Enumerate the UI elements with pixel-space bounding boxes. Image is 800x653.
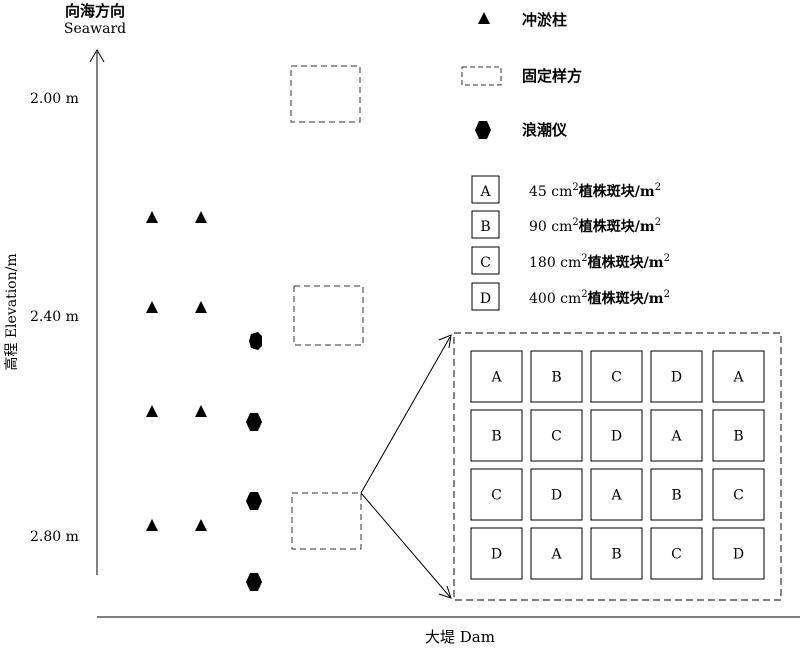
- zoom-line-bottom: [360, 492, 451, 598]
- legend-logger-label: 浪潮仪: [522, 121, 568, 139]
- grid-cell: [712, 468, 765, 521]
- grid-cell: [590, 468, 643, 521]
- tick-label-2-40: 2.40 m: [30, 309, 79, 325]
- legend-logger-icon: [475, 121, 491, 139]
- fixed-quadrat: [290, 65, 361, 123]
- legend-density-box-a: [471, 175, 500, 204]
- legend-density-label: 45 cm2植株斑块/m2: [529, 182, 661, 200]
- legend-density-box-b: [471, 210, 500, 239]
- grid-cell-label: A: [670, 429, 682, 445]
- grid-cell: [712, 409, 765, 462]
- zoom-line-top: [360, 336, 451, 494]
- grid-cell-label: B: [733, 429, 743, 445]
- legend-quadrat-icon: [461, 66, 502, 86]
- elevation-axis-label: 高程 Elevation/m: [3, 253, 20, 370]
- grid-cell: [712, 350, 765, 403]
- wave-logger-icon: [246, 573, 262, 591]
- legend-quadrat-label: 固定样方: [522, 67, 582, 85]
- fixed-quadrats: [290, 65, 364, 550]
- grid-cell-label: C: [551, 429, 562, 445]
- grid-cell-label: A: [732, 370, 744, 386]
- grid-cell: [590, 350, 643, 403]
- treatment-grid: A B C D A B C D A B C D A B C D A B C D: [470, 350, 765, 580]
- dam-label: 大堤 Dam: [425, 628, 495, 646]
- zoom-arrow-bottom: [438, 585, 452, 599]
- grid-cell-label: C: [491, 488, 502, 504]
- grid-cell-label: D: [611, 429, 622, 445]
- legend-density-key: B: [480, 219, 490, 235]
- zoom-arrow-top: [438, 334, 452, 349]
- sediment-core-icon: [195, 301, 207, 313]
- sediment-core-icon: [146, 211, 158, 223]
- wave-logger-markers: [246, 332, 262, 591]
- grid-cell-label: B: [551, 370, 561, 386]
- grid-cell-label: C: [671, 547, 682, 563]
- grid-cell-label: B: [611, 547, 621, 563]
- grid-cell-label: A: [610, 488, 622, 504]
- grid-cell-label: A: [490, 370, 502, 386]
- grid-cell: [470, 409, 523, 462]
- grid-cell-label: B: [491, 429, 501, 445]
- legend-core-icon: [478, 12, 490, 24]
- tick-label-2-00: 2.00 m: [30, 91, 79, 107]
- grid-cell: [590, 409, 643, 462]
- wave-logger-icon: [246, 413, 262, 431]
- grid-cell: [530, 350, 583, 403]
- seaward-label-en: Seaward: [64, 21, 126, 37]
- grid-cell: [590, 527, 643, 580]
- grid-cell: [650, 350, 703, 403]
- fixed-quadrat: [293, 285, 364, 346]
- legend-density-key: A: [479, 184, 491, 200]
- legend-density-label: 400 cm2植株斑块/m2: [529, 289, 670, 307]
- tick-label-2-80: 2.80 m: [30, 529, 79, 545]
- sediment-core-icon: [146, 301, 158, 313]
- grid-cell: [470, 468, 523, 521]
- density-legend: A 45 cm2植株斑块/m2B 90 cm2植株斑块/m2C 180 cm2植株斑块…: [471, 175, 670, 311]
- grid-cell-label: D: [733, 547, 744, 563]
- wave-logger-icon: [246, 492, 262, 510]
- grid-cell: [470, 350, 523, 403]
- grid-cell-label: D: [551, 488, 562, 504]
- grid-cell-label: D: [671, 370, 682, 386]
- fixed-quadrat: [291, 492, 362, 550]
- legend-core-label: 冲淤柱: [522, 11, 567, 29]
- sediment-core-icon: [195, 519, 207, 531]
- grid-cell: [712, 527, 765, 580]
- grid-cell: [530, 468, 583, 521]
- grid-cell: [650, 468, 703, 521]
- legend-density-label: 180 cm2植株斑块/m2: [529, 253, 670, 271]
- grid-cell: [530, 527, 583, 580]
- legend-density-label: 90 cm2植株斑块/m2: [529, 217, 661, 235]
- legend-density-box-d: [471, 282, 500, 311]
- sediment-core-icon: [195, 405, 207, 417]
- wave-logger-icon: [249, 332, 262, 350]
- grid-cell-label: C: [733, 488, 744, 504]
- axis-arrowhead: [89, 49, 105, 63]
- grid-cell-label: A: [550, 547, 562, 563]
- sediment-core-icon: [146, 519, 158, 531]
- sediment-core-icon: [195, 211, 207, 223]
- grid-cell: [530, 409, 583, 462]
- sediment-core-icon: [146, 405, 158, 417]
- grid-cell-label: C: [611, 370, 622, 386]
- legend-density-key: D: [480, 291, 491, 307]
- grid-cell: [650, 527, 703, 580]
- grid-cell-label: D: [491, 547, 502, 563]
- legend-density-box-c: [471, 246, 500, 275]
- grid-cell: [650, 409, 703, 462]
- legend-density-key: C: [480, 255, 491, 271]
- grid-cell: [470, 527, 523, 580]
- seaward-label-cn: 向海方向: [65, 2, 125, 20]
- sediment-core-markers: [146, 211, 207, 531]
- grid-cell-label: B: [671, 488, 681, 504]
